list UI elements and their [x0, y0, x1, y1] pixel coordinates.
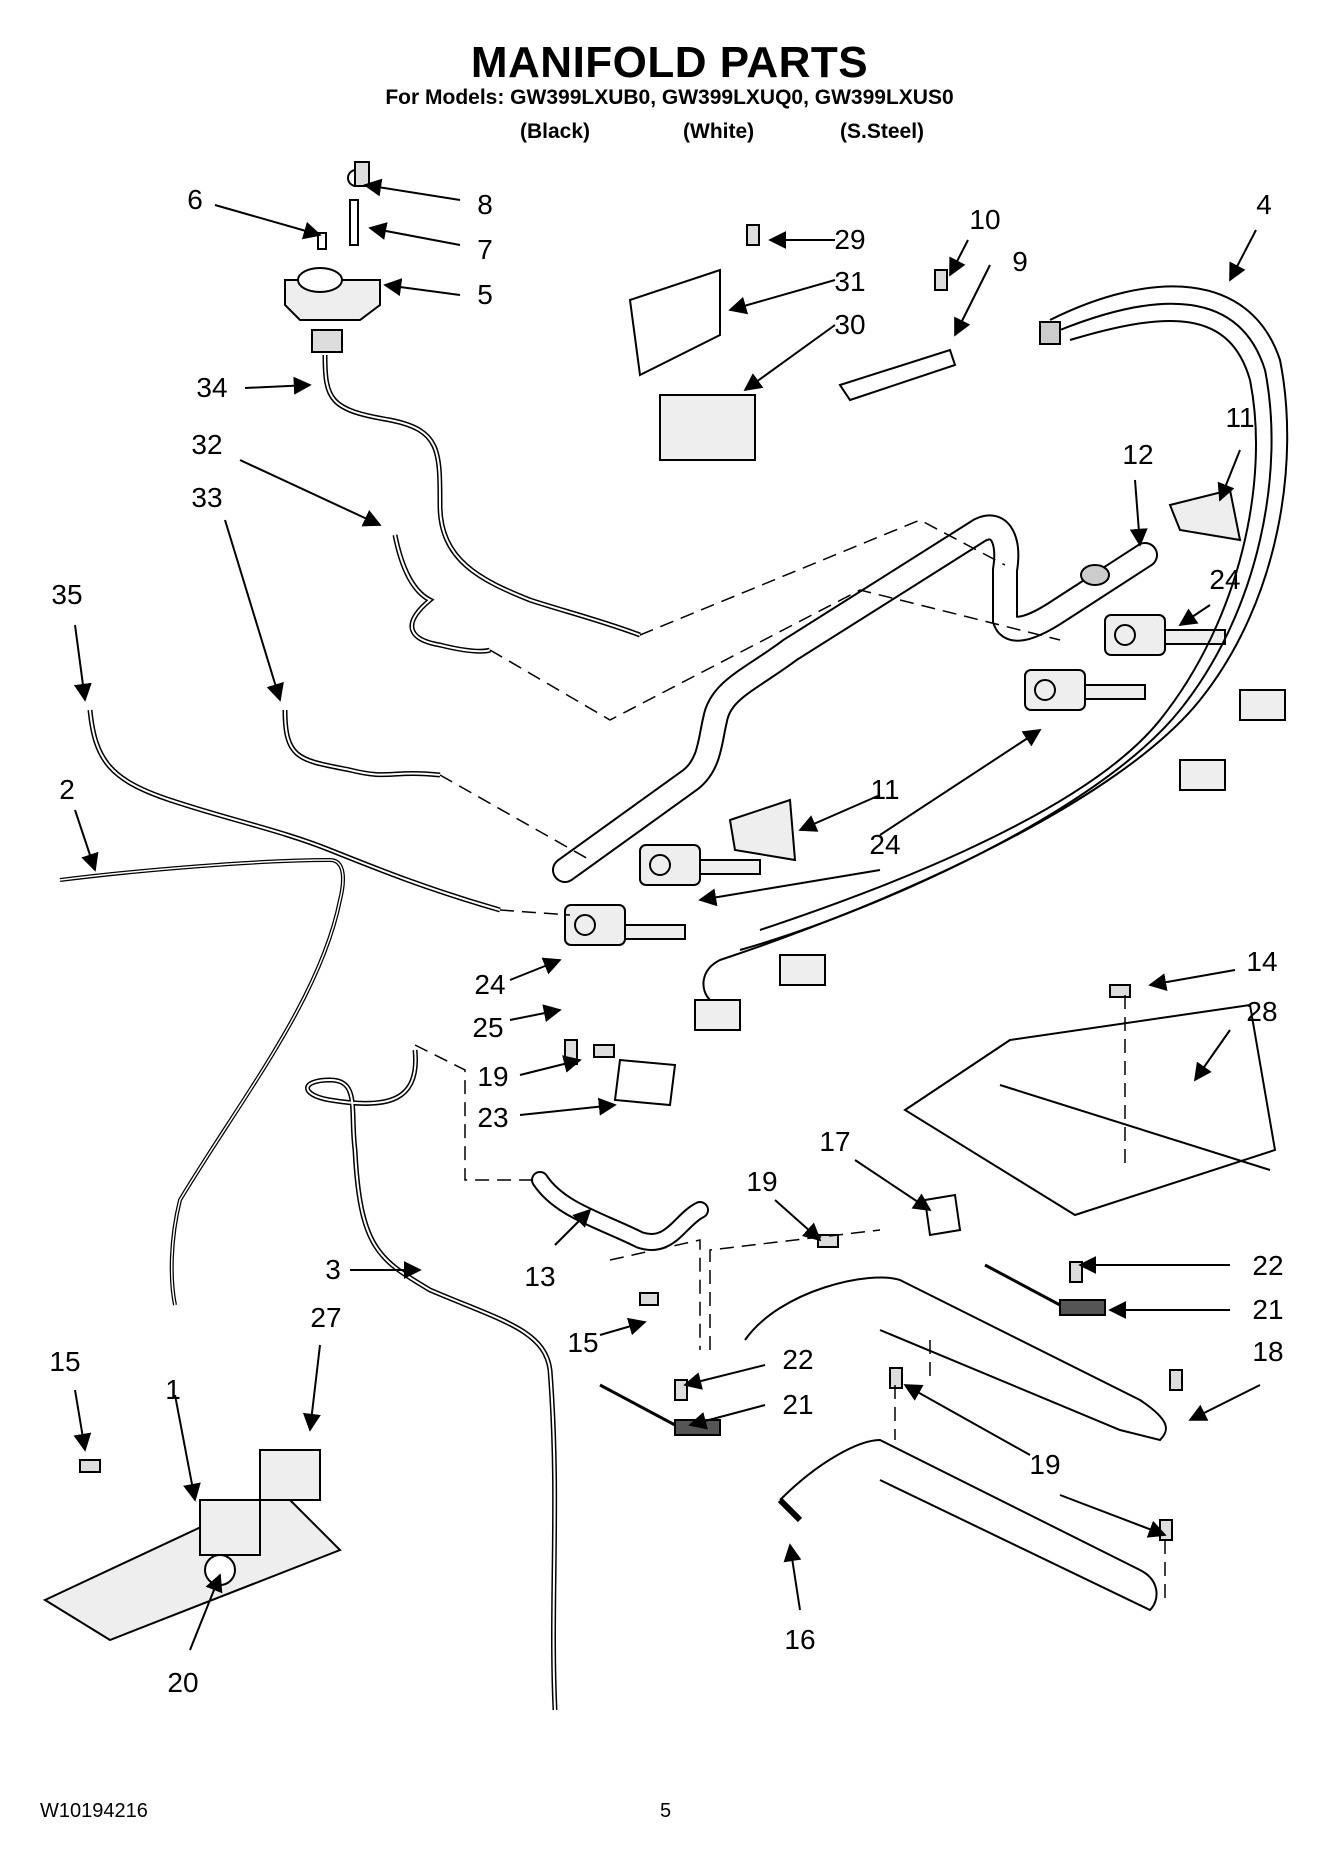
switch-block-30 — [659, 394, 756, 461]
page-number: 5 — [660, 1800, 672, 1822]
callout-30: 30 — [834, 309, 866, 340]
variant-black: (Black) — [520, 120, 591, 143]
callout-22b: 22 — [782, 1344, 814, 1375]
tube-33 — [282, 709, 441, 778]
callout-22a: 22 — [1252, 1250, 1284, 1281]
valve-24-right-a — [1024, 669, 1146, 711]
switch-brackets — [694, 689, 1286, 1031]
callout-35: 35 — [51, 579, 83, 610]
callout-20: 20 — [167, 1667, 199, 1698]
callout-19b: 19 — [746, 1166, 778, 1197]
document-number: W10194216 — [40, 1800, 148, 1822]
tube-2 — [59, 857, 345, 1306]
bracket-31 — [628, 268, 721, 377]
variant-white: (White) — [683, 120, 755, 143]
callout-9: 9 — [1012, 246, 1028, 277]
page-title: MANIFOLD PARTS — [470, 38, 869, 87]
callout-14: 14 — [1246, 946, 1278, 977]
variant-stainless: (S.Steel) — [840, 120, 925, 143]
part-lines — [42, 161, 1289, 1711]
models-line: For Models: GW399LXUB0, GW399LXUQ0, GW39… — [385, 86, 954, 109]
screws — [79, 161, 1183, 1541]
callout-28: 28 — [1246, 996, 1278, 1027]
callout-19c: 19 — [1029, 1449, 1061, 1480]
harness-4 — [702, 285, 1289, 1001]
callout-6: 6 — [187, 184, 203, 215]
callout-10: 10 — [969, 204, 1001, 235]
bracket-23 — [613, 1058, 677, 1107]
valve-24-right-b — [1104, 614, 1226, 656]
callout-2: 2 — [59, 774, 75, 805]
igniter-21-upper — [1059, 1299, 1106, 1316]
callout-11a: 11 — [1225, 402, 1255, 433]
burner-18 — [744, 1276, 1167, 1442]
clip-11-upper — [1168, 488, 1242, 542]
callout-21a: 21 — [1252, 1294, 1284, 1325]
plate-9 — [838, 348, 957, 402]
callout-15a: 15 — [567, 1327, 599, 1358]
bracket-17 — [923, 1193, 962, 1237]
tube-34 — [322, 354, 641, 638]
tube-35 — [87, 709, 501, 913]
callout-34: 34 — [196, 372, 228, 403]
callout-33: 33 — [191, 482, 223, 513]
callout-16: 16 — [784, 1624, 816, 1655]
callout-3: 3 — [325, 1254, 341, 1285]
tube-32 — [392, 534, 492, 654]
callout-8: 8 — [477, 189, 493, 220]
callout-32: 32 — [191, 429, 223, 460]
callout-24b: 24 — [869, 829, 901, 860]
valve-24-middle — [639, 844, 761, 886]
callout-31: 31 — [834, 266, 866, 297]
callout-24a: 24 — [1209, 564, 1241, 595]
part-top-valve-assembly — [284, 169, 381, 353]
callout-29: 29 — [834, 224, 866, 255]
safety-valve-assembly-1 — [42, 1449, 342, 1642]
callout-1: 1 — [165, 1374, 181, 1405]
callout-24c: 24 — [474, 969, 506, 1000]
burner-16 — [779, 1438, 1158, 1612]
callout-5: 5 — [477, 279, 493, 310]
callout-19a: 19 — [477, 1061, 509, 1092]
tube-3 — [305, 1049, 558, 1711]
callout-15b: 15 — [49, 1346, 81, 1377]
callout-12: 12 — [1122, 439, 1154, 470]
callout-23: 23 — [477, 1102, 509, 1133]
valve-24-left — [564, 904, 686, 946]
callout-arrows — [73, 178, 1261, 1651]
callout-7: 7 — [477, 234, 493, 265]
callout-27: 27 — [310, 1302, 342, 1333]
callout-11b: 11 — [870, 774, 900, 805]
clip-11-lower — [728, 798, 797, 862]
dashed-leaders — [414, 519, 1166, 1600]
callout-17: 17 — [819, 1126, 851, 1157]
burner-plate-28 — [903, 1003, 1277, 1217]
callout-21b: 21 — [782, 1389, 814, 1420]
callout-4: 4 — [1256, 189, 1272, 220]
callout-25: 25 — [472, 1012, 504, 1043]
callout-18: 18 — [1252, 1336, 1284, 1367]
callout-13: 13 — [524, 1261, 556, 1292]
